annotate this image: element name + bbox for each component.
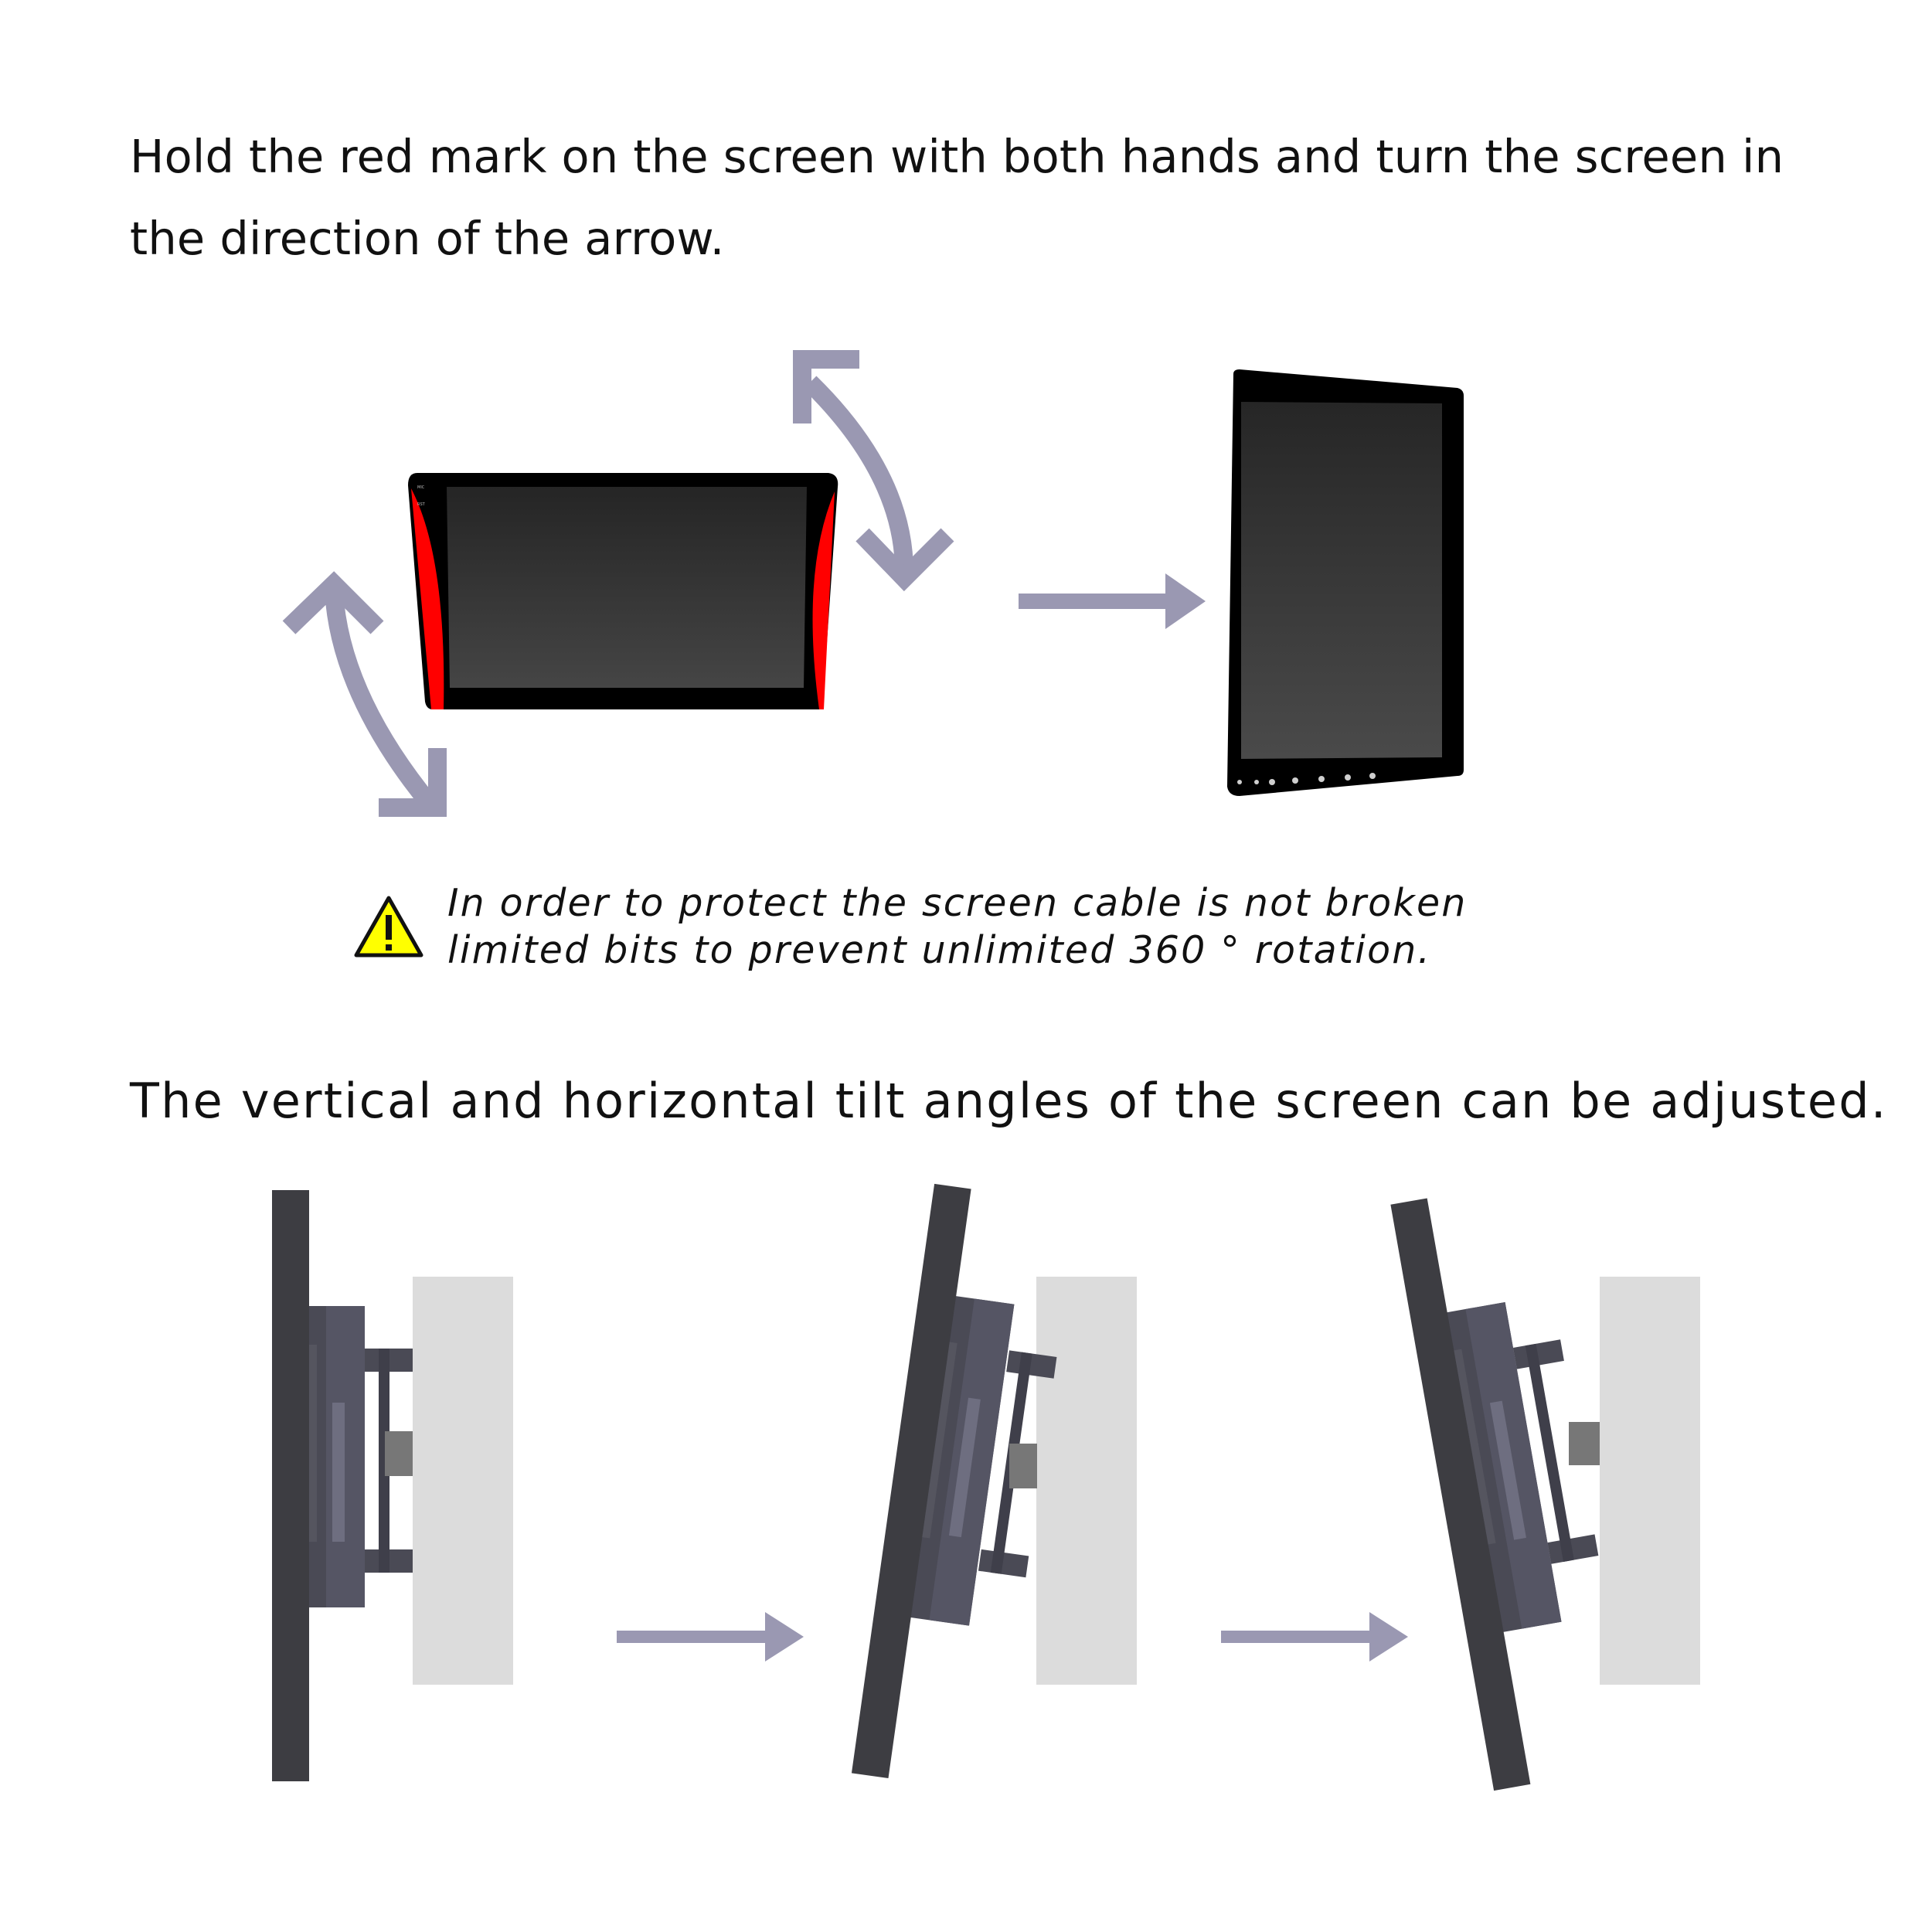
portrait-button-row [1237,773,1376,785]
wall [1036,1277,1137,1685]
tilt-state-upright [272,1190,513,1781]
rotate-arrow-upper-right [793,350,954,592]
rotate-instruction: Hold the red mark on the screen with bot… [130,130,1784,265]
notice-line-2: limited bits to prevent unlimited 360 ° … [447,928,1432,972]
wall [1600,1277,1700,1685]
rotation-limit-notice: In order to protect the screen cable is … [352,879,1588,1012]
portrait-screen [1227,369,1464,796]
tilt-arrow-2 [1221,1612,1408,1662]
right-grip-mark [812,492,835,709]
tilt-state-back [851,1183,1137,1779]
notice-text: In order to protect the screen cable is … [447,879,1468,974]
tilt-arrow-1 [617,1612,804,1662]
rotation-diagram: MIC RST [282,350,1464,817]
next-arrow [1019,573,1206,629]
svg-text:RST: RST [417,502,426,507]
tilt-state-forward [1390,1198,1700,1791]
warning-triangle-icon [354,896,423,957]
tilt-instruction: The vertical and horizontal tilt angles … [130,1073,1888,1129]
svg-text:MIC: MIC [417,485,425,490]
wall [413,1277,513,1685]
landscape-screen: MIC RST [408,473,838,709]
left-grip-mark [411,488,444,709]
notice-line-1: In order to protect the screen cable is … [447,881,1468,925]
rotate-arrow-lower-left [282,571,447,817]
